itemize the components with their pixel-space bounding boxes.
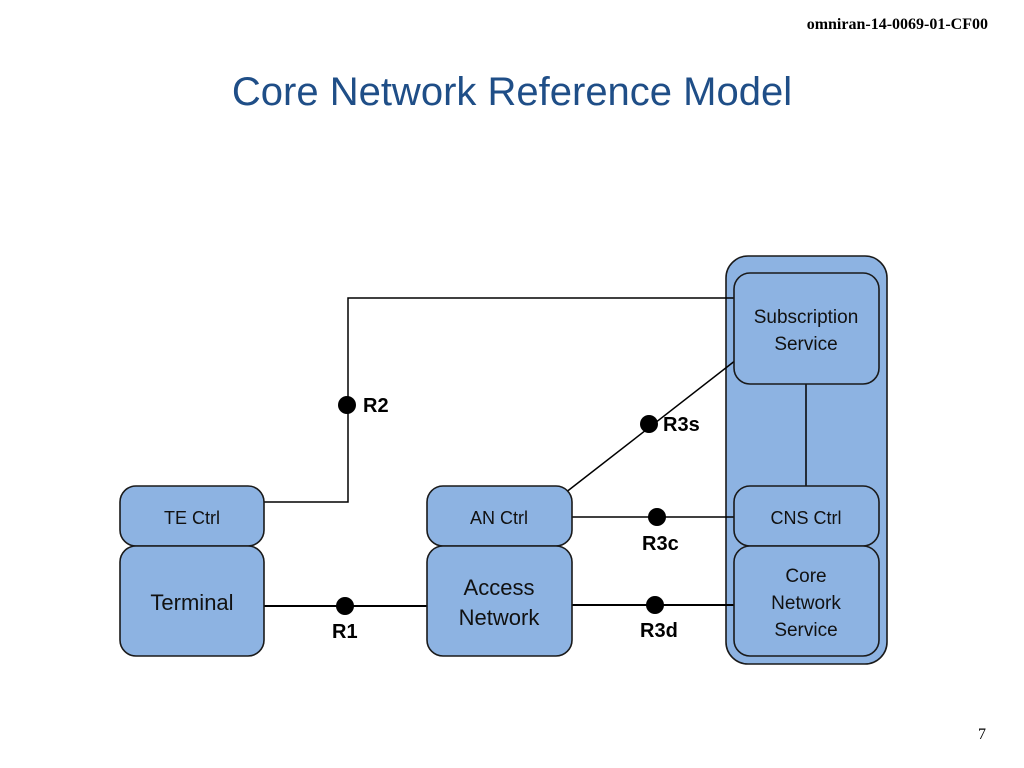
r3d-reference-dot: [646, 596, 664, 614]
subscription-service-box: Subscription Service: [733, 272, 880, 385]
core-network-service-label-line3: Service: [774, 620, 837, 641]
r2-label: R2: [363, 395, 389, 417]
r3d-label: R3d: [640, 620, 678, 642]
access-network-box: Access Network: [426, 545, 573, 657]
r3c-reference-dot: [648, 508, 666, 526]
r3c-label: R3c: [642, 533, 679, 555]
r2-reference-dot: [338, 396, 356, 414]
an-ctrl-label: AN Ctrl: [470, 508, 528, 528]
an-ctrl-box: AN Ctrl: [426, 485, 573, 547]
cns-ctrl-box: CNS Ctrl: [733, 485, 880, 547]
core-network-service-label-line1: Core: [785, 566, 826, 587]
page-number: 7: [978, 726, 986, 743]
te-ctrl-box: TE Ctrl: [119, 485, 265, 547]
subscription-service-label-line2: Service: [774, 334, 837, 355]
r2-connection-line: [264, 297, 734, 503]
r3s-label: R3s: [663, 414, 700, 436]
r1-label: R1: [332, 621, 358, 643]
terminal-label: Terminal: [150, 590, 233, 615]
access-network-label-line1: Access: [464, 575, 535, 600]
document-id: omniran-14-0069-01-CF00: [806, 16, 988, 33]
cns-ctrl-label: CNS Ctrl: [771, 508, 842, 528]
te-ctrl-label: TE Ctrl: [164, 508, 220, 528]
r1-reference-dot: [336, 597, 354, 615]
terminal-box: Terminal: [119, 545, 265, 657]
subscription-service-label-line1: Subscription: [754, 307, 859, 328]
slide-title: Core Network Reference Model: [231, 70, 793, 114]
core-network-service-label-line2: Network: [771, 593, 841, 614]
core-network-service-box: Core Network Service: [733, 545, 880, 657]
r3s-reference-dot: [640, 415, 658, 433]
access-network-label-line2: Network: [459, 605, 541, 630]
